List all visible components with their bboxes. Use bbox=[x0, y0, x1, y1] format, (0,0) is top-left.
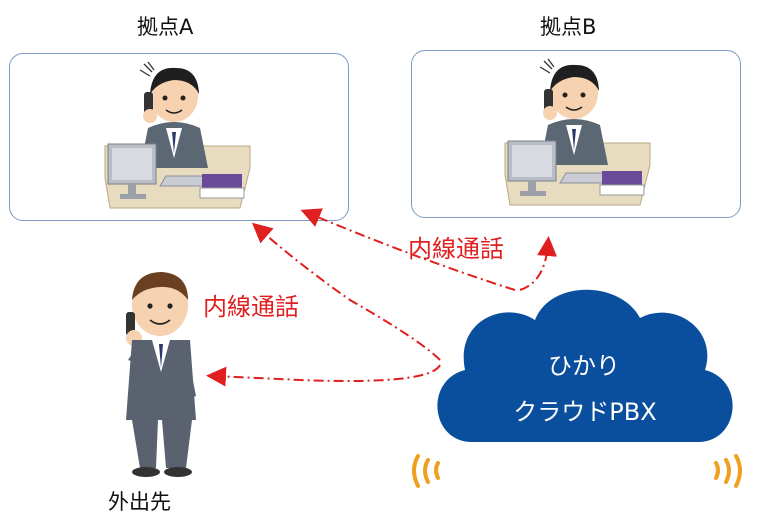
site-b-title: 拠点B bbox=[540, 15, 597, 39]
link-pbx-to-remote bbox=[206, 364, 441, 387]
site-a-title: 拠点A bbox=[137, 15, 194, 39]
link-label-site-b: 内線通話 bbox=[408, 235, 504, 263]
cloud-shape bbox=[437, 289, 733, 442]
cloud-label-line1: ひかり bbox=[548, 352, 620, 380]
link-label-remote: 内線通話 bbox=[203, 293, 299, 321]
cloud-label-line2: クラウドPBX bbox=[513, 398, 657, 426]
signal-waves-right-icon bbox=[714, 454, 742, 488]
remote-worker-illustration bbox=[126, 272, 196, 477]
office-worker-a-illustration bbox=[104, 61, 251, 209]
link-pbx-to-site-a bbox=[251, 222, 441, 361]
link-pbx-to-site-a-upper bbox=[300, 208, 516, 291]
signal-waves-left-icon bbox=[412, 454, 440, 488]
link-pbx-to-site-b bbox=[519, 236, 558, 291]
remote-label: 外出先 bbox=[108, 490, 171, 514]
office-worker-b-illustration bbox=[504, 58, 651, 206]
